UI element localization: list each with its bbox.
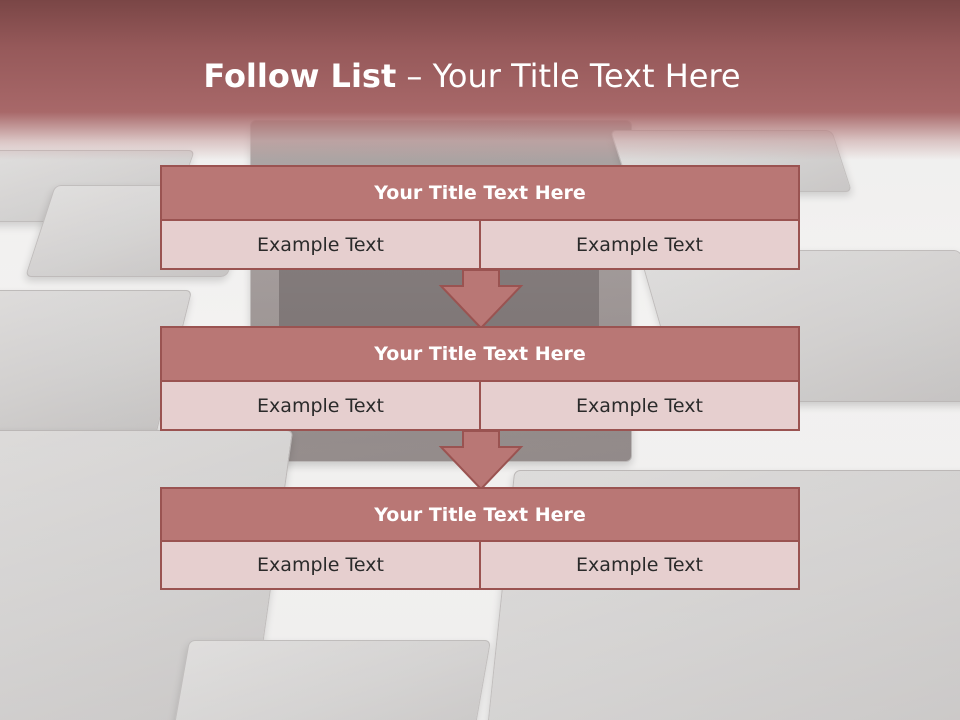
step-row: Example Text Example Text	[160, 542, 800, 590]
step-cell-right: Example Text	[481, 382, 800, 431]
step-title: Your Title Text Here	[160, 326, 800, 382]
slide-title: Follow List – Your Title Text Here	[0, 56, 944, 96]
step-box-2: Your Title Text Here Example Text Exampl…	[160, 326, 800, 431]
step-title: Your Title Text Here	[160, 165, 800, 221]
slide-title-bold: Follow List	[203, 57, 397, 95]
step-box-1: Your Title Text Here Example Text Exampl…	[160, 165, 800, 270]
step-cell-right: Example Text	[481, 221, 800, 270]
down-arrow-icon	[438, 270, 524, 330]
header-band: Follow List – Your Title Text Here	[0, 0, 960, 160]
step-title: Your Title Text Here	[160, 487, 800, 542]
step-row: Example Text Example Text	[160, 221, 800, 270]
slide-title-rest: – Your Title Text Here	[396, 57, 741, 95]
step-row: Example Text Example Text	[160, 382, 800, 431]
step-cell-right: Example Text	[481, 542, 800, 590]
step-box-3: Your Title Text Here Example Text Exampl…	[160, 487, 800, 590]
step-cell-left: Example Text	[160, 221, 481, 270]
step-cell-left: Example Text	[160, 382, 481, 431]
down-arrow-icon	[438, 431, 524, 491]
step-cell-left: Example Text	[160, 542, 481, 590]
